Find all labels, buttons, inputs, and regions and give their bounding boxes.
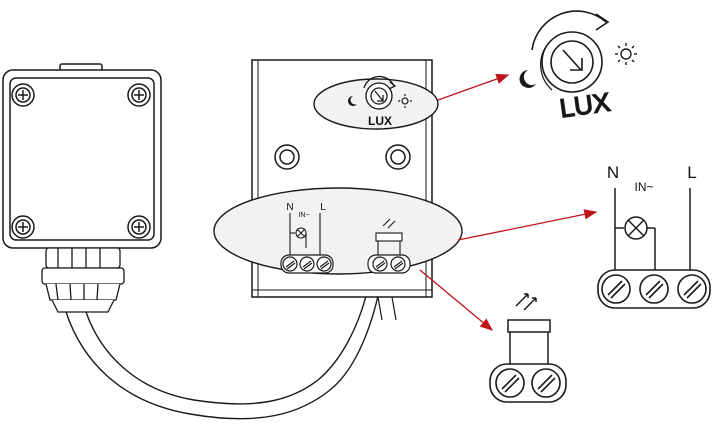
arrow-to-knob-zoom bbox=[437, 74, 510, 101]
moon-icon bbox=[348, 96, 357, 107]
arrow-to-photocell-zoom bbox=[419, 269, 493, 331]
moon-icon bbox=[519, 70, 536, 88]
terminal-schematic bbox=[289, 213, 321, 262]
callout-arrows bbox=[419, 74, 598, 331]
screw-icon bbox=[127, 83, 151, 107]
cable-gland bbox=[41, 247, 125, 313]
terminal-block-2 bbox=[367, 254, 411, 274]
screw-icon bbox=[11, 215, 35, 239]
zoom-label-in: IN~ bbox=[634, 180, 653, 194]
zoom-photocell bbox=[489, 293, 567, 403]
zoom-terminals: N IN~ L bbox=[597, 163, 711, 309]
zoom-lux-knob bbox=[519, 10, 637, 93]
zoom-terminal-block-2 bbox=[489, 363, 567, 403]
zoom-label-n: N bbox=[607, 163, 619, 182]
zoom-terminal-block-3 bbox=[597, 269, 711, 309]
zoom-label-l: L bbox=[687, 163, 696, 182]
photocell-schematic bbox=[375, 218, 403, 256]
terminal-label-l: L bbox=[320, 202, 326, 213]
terminal-callout: N IN~ L bbox=[213, 187, 463, 275]
terminal-label-in: IN~ bbox=[298, 212, 309, 219]
knob-callout: LUX bbox=[313, 75, 439, 130]
lux-knob bbox=[363, 75, 397, 110]
cable bbox=[65, 295, 379, 420]
zoom-knob-label: LUX bbox=[558, 87, 612, 124]
arrow-to-terminal-zoom bbox=[457, 209, 598, 241]
screw-icon bbox=[11, 83, 35, 107]
sun-icon bbox=[398, 94, 412, 108]
terminal-block-3 bbox=[280, 254, 334, 274]
screw-icon bbox=[127, 215, 151, 239]
terminal-label-n: N bbox=[286, 202, 293, 213]
junction-box bbox=[2, 63, 162, 249]
sun-icon bbox=[615, 43, 637, 65]
knob-label: LUX bbox=[368, 114, 392, 128]
zoom-schematic bbox=[614, 188, 691, 272]
